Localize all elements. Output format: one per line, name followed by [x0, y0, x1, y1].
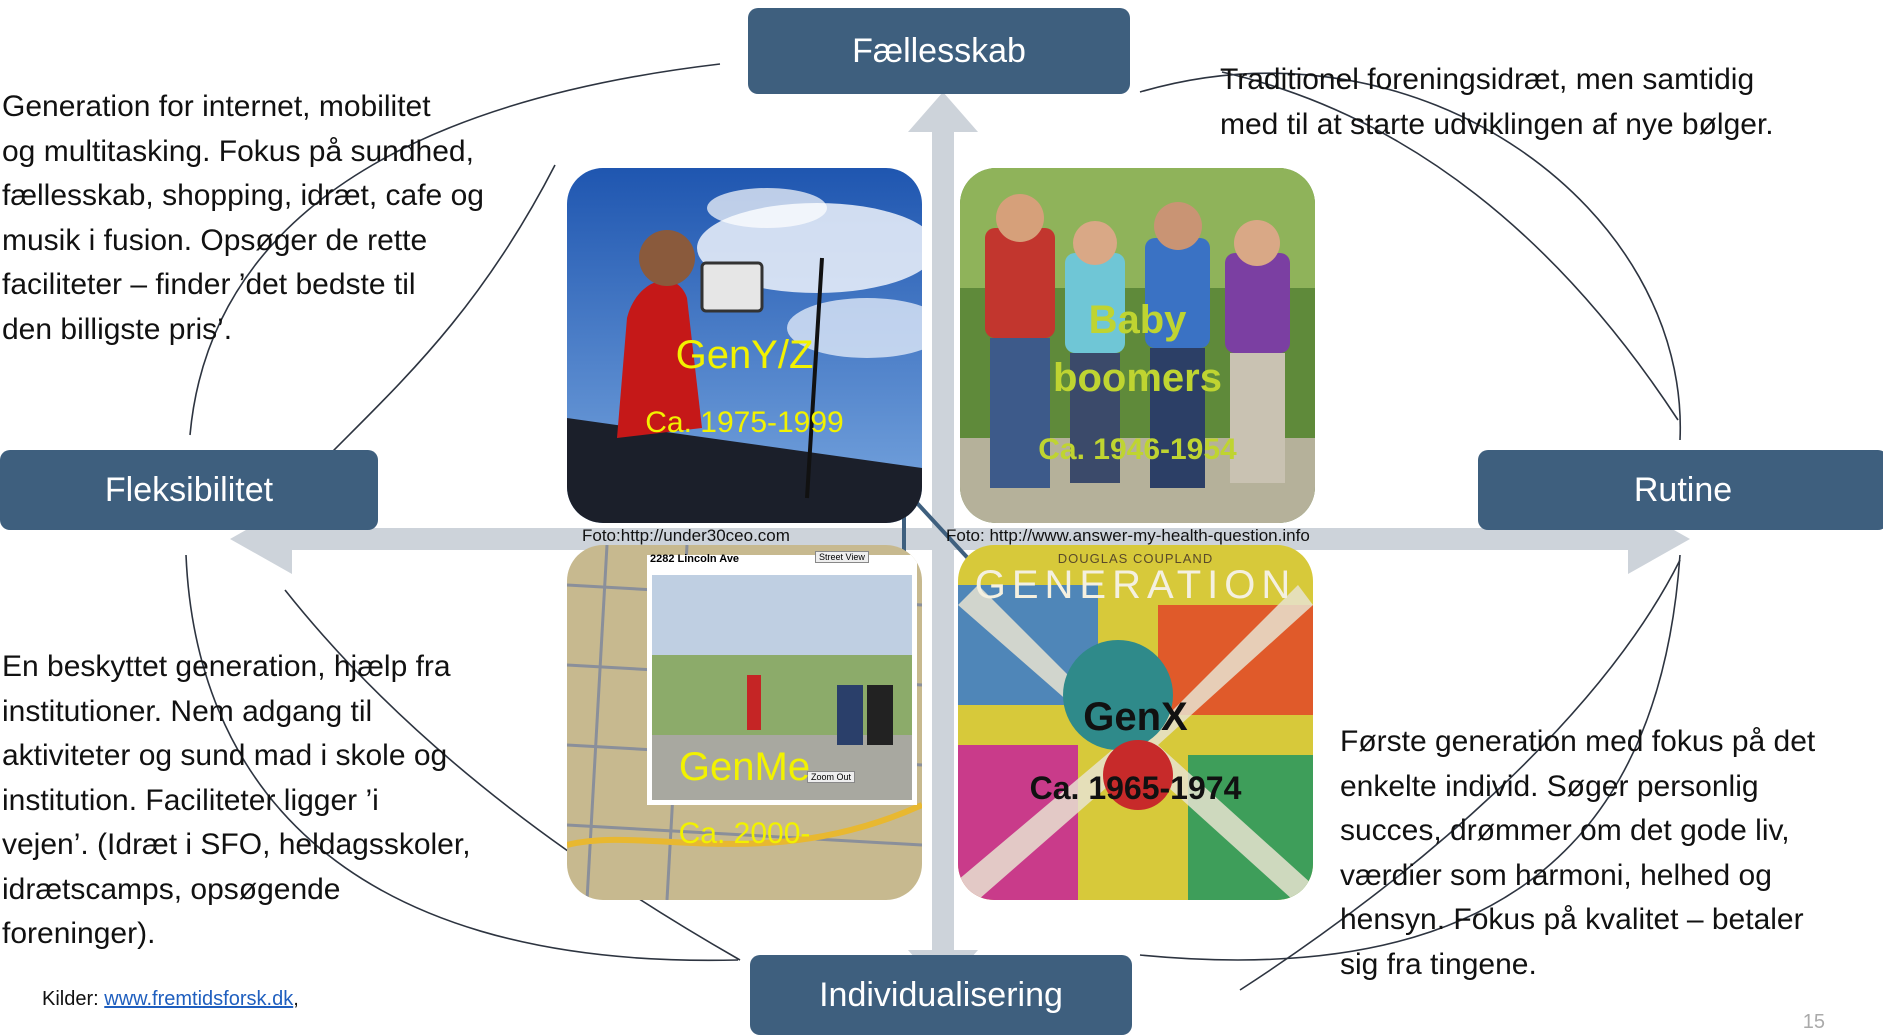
curve-bottom-left	[185, 554, 739, 962]
genx-name: GenX	[1083, 695, 1188, 739]
geny-name: GenY/Z	[675, 333, 814, 377]
text-line: hensyn. Fokus på kvalitet – betaler	[1340, 903, 1804, 936]
photo-genme-art	[567, 545, 922, 900]
box-fleksibilitet: Fleksibilitet	[0, 450, 378, 530]
photo-geny-art	[567, 168, 922, 523]
text-line: succes, drømmer om det gode liv,	[1340, 814, 1790, 847]
box-rutine: Rutine	[1478, 450, 1883, 530]
text-line: sig fra tingene.	[1340, 947, 1537, 981]
diag-bottom-left	[284, 589, 741, 961]
box-individualisering: Individualisering	[750, 955, 1132, 1035]
arrow-up-head	[908, 92, 978, 132]
diag-bottom-right	[1239, 559, 1681, 991]
text-line: enkelte individ. Søger personlig	[1340, 769, 1759, 803]
text-line: institutioner. Nem adgang til	[2, 694, 373, 728]
text-bottom-right: Første generation med fokus på det enkel…	[1340, 720, 1815, 987]
curve-top-right	[1139, 72, 1681, 441]
photo-genx: DOUGLAS COUPLAND GENERATION GenX Ca. 196…	[958, 545, 1313, 900]
photo-boomers-art	[960, 168, 1315, 523]
text-line: foreninger).	[2, 917, 156, 950]
genx-years: Ca. 1965-1974	[1029, 770, 1242, 806]
street-view-button: Street View	[815, 551, 869, 563]
curve-top-left	[189, 63, 721, 436]
text-line: og multitasking. Fokus på sundhed,	[2, 134, 474, 168]
photo-genx-art	[958, 545, 1313, 900]
boomers-years: Ca. 1946-1954	[1038, 433, 1237, 466]
box-individualisering-label: Individualisering	[819, 975, 1063, 1014]
sources-suffix: ,	[293, 988, 299, 1010]
text-line: den billigste pris’.	[2, 312, 233, 346]
text-line: Traditionel foreningsidræt, men samtidig	[1220, 63, 1755, 96]
text-line: institution. Faciliteter ligger ’i	[2, 783, 379, 817]
box-faellesskab-label: Fællesskab	[852, 31, 1026, 70]
outline-curves	[185, 63, 1681, 991]
zoom-out-button: Zoom Out	[807, 771, 856, 783]
text-line: med til at starte udviklingen af nye bøl…	[1220, 107, 1774, 141]
sources-label: Kilder:	[42, 988, 99, 1010]
page-number: 15	[1802, 1011, 1825, 1033]
text-line: idrætscamps, opsøgende	[2, 872, 341, 906]
street-address: 2282 Lincoln Ave	[650, 553, 740, 565]
photo-credit-left: Foto:http://under30ceo.com	[582, 526, 790, 545]
box-faellesskab: Fællesskab	[748, 8, 1130, 94]
text-top-right: Traditionel foreningsidræt, men samtidig…	[1220, 58, 1774, 147]
curve-bottom-right	[1139, 554, 1681, 961]
sources-link[interactable]: www.fremtidsforsk.dk	[104, 988, 294, 1010]
genme-name: GenMe	[678, 745, 811, 789]
text-line: vejen’. (Idræt i SFO, heldagsskoler,	[2, 828, 471, 861]
photo-geny: GenY/Z Ca. 1975-1999	[567, 168, 922, 523]
photo-credit-right: Foto: http://www.answer-my-health-questi…	[946, 526, 1310, 545]
diag-top-right	[1221, 71, 1679, 421]
photo-boomers: Baby boomers Ca. 1946-1954	[960, 168, 1315, 523]
book-author: DOUGLAS COUPLAND	[1057, 551, 1214, 566]
geny-years: Ca. 1975-1999	[645, 406, 844, 439]
text-line: fællesskab, shopping, idræt, cafe og	[2, 179, 484, 212]
book-title: GENERATION	[974, 563, 1297, 607]
photo-genme: 2282 Lincoln Ave Street View Zoom Out Ge…	[567, 545, 922, 900]
text-line: aktiviteter og sund mad i skole og	[2, 739, 448, 772]
boomers-name-1: Baby	[1088, 298, 1187, 342]
text-line: Generation for internet, mobilitet	[2, 90, 431, 123]
text-line: En beskyttet generation, hjælp fra	[2, 650, 451, 683]
boomers-name-2: boomers	[1053, 356, 1222, 400]
text-line: værdier som harmoni, helhed og	[1340, 858, 1772, 892]
text-line: musik i fusion. Opsøger de rette	[2, 223, 428, 257]
text-top-left: Generation for internet, mobilitet og mu…	[2, 85, 484, 352]
box-rutine-label: Rutine	[1633, 470, 1733, 509]
text-line: faciliteter – finder ’det bedste til	[2, 268, 416, 301]
text-line: Første generation med fokus på det	[1340, 725, 1816, 758]
sources: Kilder: www.fremtidsforsk.dk,	[42, 988, 299, 1011]
genme-years: Ca. 2000-	[678, 817, 811, 850]
text-bottom-left: En beskyttet generation, hjælp fra insti…	[2, 645, 471, 957]
box-fleksibilitet-label: Fleksibilitet	[104, 470, 274, 509]
